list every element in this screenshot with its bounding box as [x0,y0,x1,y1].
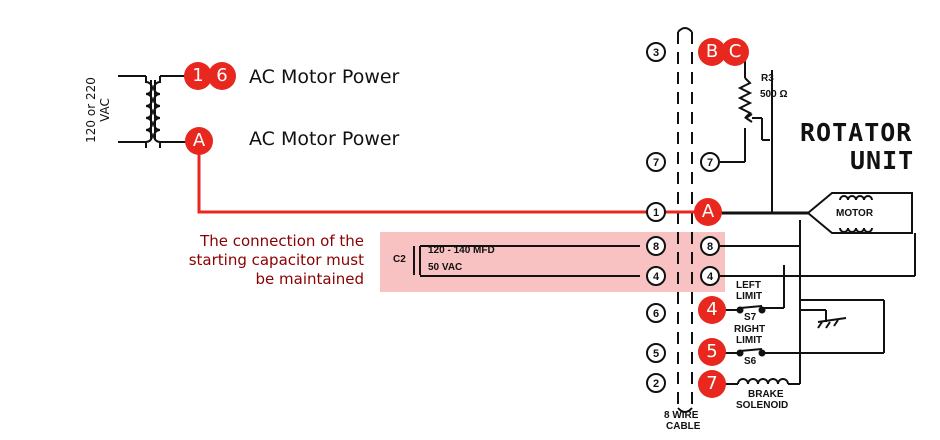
transformer-primary [118,75,153,148]
resistor-r3 [737,77,753,119]
cable-terminal-label: 4 [653,271,660,283]
cable-terminal-label: 6 [653,308,659,320]
unit-terminal-label: 7 [707,157,713,169]
terminal-5-circle [646,343,666,363]
unit-title: UNIT [850,146,915,175]
unit-terminal-label: 8 [707,241,713,253]
terminal-7-circle [646,152,666,172]
badge-a-right: A [694,198,722,226]
right-limit-ref: S6 [744,356,757,367]
capacitor-rating-1: 120 - 140 MFD [428,245,495,256]
transformer-voltage-label: 120 or 220 VAC [84,77,112,143]
cable-terminal-label: 5 [653,348,659,360]
brake-label-1: BRAKE [748,389,784,400]
capacitor-highlight [380,232,725,292]
left-limit-label-2: LIMIT [736,291,763,302]
ac-motor-power-label-1: AC Motor Power [249,66,400,88]
terminal-8-circle [646,236,666,256]
unit-terminal-label: 4 [707,271,714,283]
unit-terminal-7-circle [700,152,720,172]
unit-terminal-8-circle [700,236,720,256]
capacitor-rating-2: 50 VAC [428,262,463,273]
right-limit-label-1: RIGHT [734,324,766,335]
terminal-3-circle [646,42,666,62]
transformer-secondary [153,75,186,148]
capacitor-ref: C2 [393,254,406,265]
left-limit-ref: S7 [744,312,757,323]
cable-terminal-label: 2 [653,378,659,390]
right-limit-label-2: LIMIT [736,335,763,346]
badge-1: 1 [184,62,212,90]
cable-terminal-label: 1 [653,207,659,219]
red-wire [197,152,700,214]
cable-top [677,27,693,33]
badge-c: C [721,38,749,66]
motor-label: MOTOR [836,208,874,219]
cable-bottom [677,407,693,413]
motor-symbol [806,192,913,234]
terminal-2-circle [646,373,666,393]
cable-terminal-label: 3 [653,47,659,59]
badge-a-left: A [185,127,213,155]
brake-label-2: SOLENOID [736,400,789,411]
cable-terminal-label: 8 [653,241,659,253]
badge-7: 7 [698,370,726,398]
ac-motor-power-label-2: AC Motor Power [249,128,400,150]
badge-6: 6 [208,62,236,90]
badge-5: 5 [698,338,726,366]
terminal-4-circle [646,266,666,286]
resistor-ref: R3 [761,73,774,84]
rotator-title: ROTATOR [800,118,913,147]
cable-label-2: CABLE [666,421,701,432]
resistor-value: 500 Ω [760,89,788,100]
terminal-1-circle [646,202,666,222]
brake-solenoid-coil [737,378,789,385]
capacitor-note: The connection of the starting capacitor… [188,232,364,288]
unit-terminal-4-circle [700,266,720,286]
left-limit-label-1: LEFT [736,280,761,291]
cable-terminal-circles [646,42,720,393]
cable-label-1: 8 WIRE [664,410,699,421]
terminal-6-circle [646,303,666,323]
badge-4: 4 [698,296,726,324]
cable-terminal-label: 7 [653,157,659,169]
